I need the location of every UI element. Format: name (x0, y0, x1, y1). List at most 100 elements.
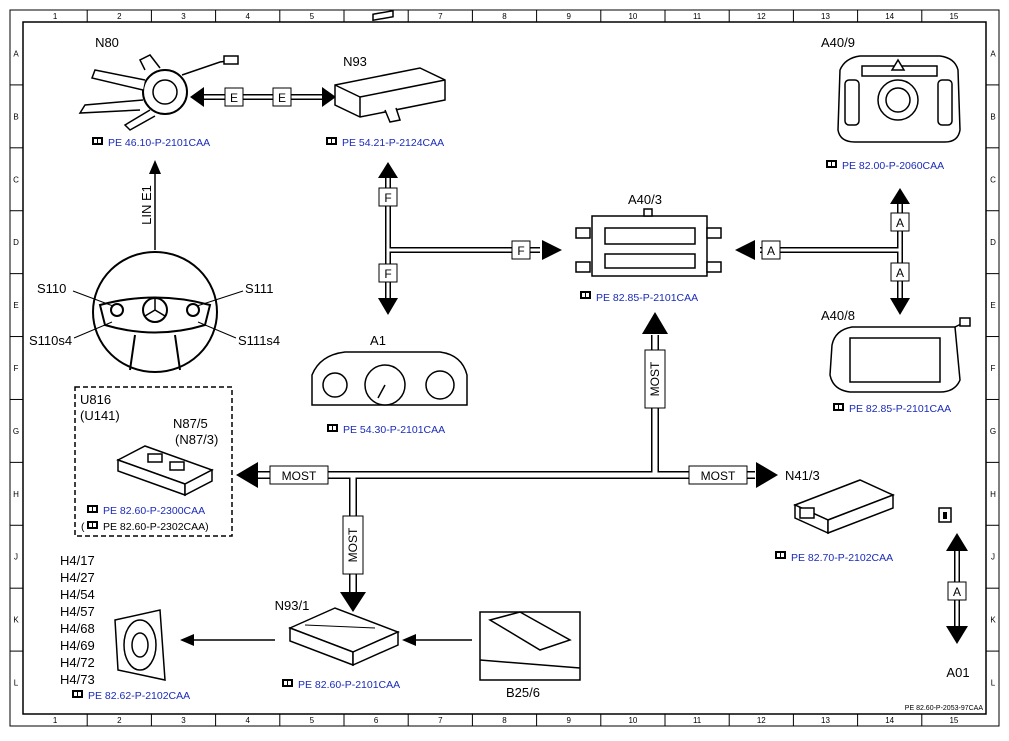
arrowheads (149, 87, 910, 646)
s110-label: S110 (37, 281, 66, 296)
grid-row-label: L (991, 679, 996, 688)
book-icon (92, 137, 103, 145)
grid-column-label: 6 (374, 716, 379, 725)
book-icon (580, 291, 591, 299)
grid-column-label: 3 (181, 12, 186, 21)
grid-column-label: 14 (885, 716, 894, 725)
u816-label: U816 (80, 392, 111, 407)
a40-8-ref-link[interactable]: PE 82.85-P-2101CAA (849, 403, 951, 415)
a40-3-display-unit (575, 208, 722, 277)
n93-1-label: N93/1 (275, 598, 310, 613)
n93-1-ref-link[interactable]: PE 82.60-P-2101CAA (298, 679, 400, 691)
n41-3-ref-link[interactable]: PE 82.70-P-2102CAA (791, 552, 893, 564)
grid-column-label: 11 (693, 12, 702, 21)
bus-label-lin: LIN E1 (139, 185, 154, 225)
grid-row-label: F (991, 364, 996, 373)
grid-column-label: 7 (438, 716, 443, 725)
arrow-f-up (378, 162, 398, 178)
n41-3-label: N41/3 (785, 468, 820, 483)
speaker-label: H4/57 (60, 604, 95, 619)
grid-row-label: E (13, 301, 18, 310)
book-icon (72, 690, 83, 698)
grid-column-label: 7 (438, 12, 443, 21)
grid-row-label: F (14, 364, 19, 373)
grid-row-label: H (990, 490, 996, 499)
bus-label-f: F (517, 244, 524, 258)
n93-ref-link[interactable]: PE 54.21-P-2124CAA (342, 137, 444, 149)
wire-a-inner (760, 200, 902, 300)
a1-instrument-cluster (311, 351, 468, 406)
wire-f-inner (386, 175, 540, 300)
grid-column-label: 2 (117, 12, 122, 21)
a1-ref-link[interactable]: PE 54.30-P-2101CAA (343, 424, 445, 436)
n80-ref-link[interactable]: PE 46.10-P-2101CAA (108, 137, 210, 149)
arrow-most-up (642, 312, 668, 334)
legend-label: A01 (946, 665, 969, 680)
grid-column-label: 1 (53, 12, 58, 21)
grid-column-label: 4 (245, 12, 250, 21)
inner-frame (22, 21, 987, 715)
speaker-label: H4/27 (60, 570, 95, 585)
a40-3-ref-link[interactable]: PE 82.85-P-2101CAA (596, 292, 698, 304)
speaker-label: H4/72 (60, 655, 95, 670)
legend-bus-label: A (953, 585, 961, 599)
speaker-labels: H4/17 H4/27 H4/54 H4/57 H4/68 H4/69 H4/7… (60, 553, 95, 687)
arrow-mic-left (402, 634, 416, 646)
u816-optional-box (74, 386, 233, 537)
a40-3-label: A40/3 (628, 192, 662, 207)
book-icon (282, 679, 293, 687)
grid-row-label: E (990, 301, 995, 310)
grid-column-label: 15 (949, 716, 958, 725)
grid-column-label: 11 (693, 716, 702, 725)
grid-column-label: 10 (628, 12, 637, 21)
bus-label-most: MOST (701, 469, 736, 483)
n80-label: N80 (95, 35, 119, 50)
speaker-label: H4/68 (60, 621, 95, 636)
grid-column-label: 2 (117, 716, 122, 725)
a40-8-label: A40/8 (821, 308, 855, 323)
bus-label-a: A (896, 266, 904, 280)
grid-row-label: G (990, 427, 996, 436)
arrow-f-right (542, 240, 562, 260)
speaker-label: H4/73 (60, 672, 95, 687)
arrow-a-up (890, 188, 910, 204)
grid-row-label: D (990, 238, 996, 247)
arrow-most-right (756, 462, 778, 488)
arrow-amp-left (180, 634, 194, 646)
arrow-most-down (340, 592, 366, 612)
grid-row-label: G (13, 427, 19, 436)
u141-label: (U141) (80, 408, 120, 423)
book-icon (87, 505, 98, 513)
wheel-leaders (72, 290, 244, 339)
bus-label-most: MOST (282, 469, 317, 483)
a40-9-ref-link[interactable]: PE 82.00-P-2060CAA (842, 160, 944, 172)
wire-f-outer (385, 175, 540, 300)
b25-6-microphone (479, 611, 581, 681)
grid-row-label: B (13, 112, 18, 121)
n41-3-module (793, 479, 895, 535)
s110s4-label: S110s4 (29, 333, 72, 348)
steering-wheel (92, 251, 218, 373)
bus-label-e: E (278, 91, 286, 105)
book-icon (833, 403, 844, 411)
grid-row-label: L (14, 679, 19, 688)
doc-id: PE 82.60-P-2053-97CAA (905, 705, 984, 712)
speaker-label: H4/69 (60, 638, 95, 653)
bus-label-a: A (767, 244, 775, 258)
n93-1-amplifier (288, 607, 400, 667)
grid-column-label: 14 (885, 12, 894, 21)
arrow-most-left (236, 462, 258, 488)
u816-ref-link[interactable]: PE 82.60-P-2300CAA (103, 505, 205, 517)
grid-row-label: J (991, 553, 995, 562)
grid-column-label: 5 (310, 716, 315, 725)
grid-row-label: A (13, 49, 19, 58)
s111-label: S111 (245, 281, 273, 296)
u816-ref2[interactable]: PE 82.60-P-2302CAA) (103, 521, 209, 533)
speaker-ref-link[interactable]: PE 82.62-P-2102CAA (88, 690, 190, 702)
grid-row-label: B (990, 112, 995, 121)
n87-5-module (116, 445, 214, 497)
grid-column-label: 13 (821, 716, 830, 725)
speaker (114, 609, 166, 681)
book-icon (326, 137, 337, 145)
